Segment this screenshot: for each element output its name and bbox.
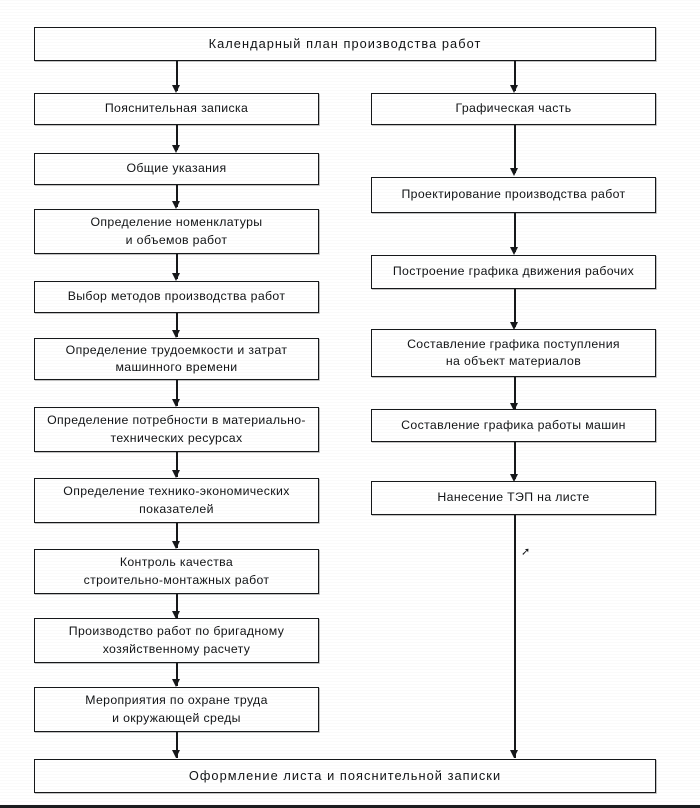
arrowhead-left-5-6: [172, 399, 181, 407]
connector-right-4-5: [514, 377, 516, 409]
node-left-7[interactable]: Определение технико-экономических показа…: [34, 478, 319, 523]
node-left-9-label: Производство работ по бригадному хозяйст…: [68, 624, 285, 656]
arrowhead-right-3-4: [510, 322, 519, 330]
node-left-1-label: Пояснительная записка: [104, 101, 249, 116]
connector-left-5-6: [176, 380, 178, 406]
arrowhead-left-3-4: [172, 273, 181, 281]
connector-root-to-left: [176, 61, 178, 91]
arrowhead-root-to-left: [172, 85, 181, 93]
node-left-4[interactable]: Выбор методов производства работ: [34, 281, 319, 313]
connector-left-1-2: [176, 125, 178, 150]
connector-root-to-right: [514, 61, 516, 91]
node-left-2[interactable]: Общие указания: [34, 153, 319, 185]
node-left-5-label: Определение трудоемкости и затрат машинн…: [65, 342, 288, 374]
arrowhead-right-1-2: [510, 168, 519, 176]
node-right-2-label: Проектирование производства работ: [401, 187, 626, 202]
node-footer[interactable]: Оформление листа и пояснительной записки: [34, 759, 656, 793]
arrowhead-left-8-9: [172, 611, 181, 619]
connector-left-3-4: [176, 254, 178, 279]
node-root[interactable]: Календарный план производства работ: [34, 27, 656, 61]
node-right-5-label: Составление графика работы машин: [401, 417, 626, 432]
node-root-label: Календарный план производства работ: [208, 35, 482, 51]
arrowhead-left-10-footer: [172, 750, 181, 758]
node-right-4-label: Составление графика поступления на объек…: [407, 336, 620, 368]
node-left-3-label: Определение номенклатуры и объемов работ: [90, 215, 263, 247]
node-right-3-label: Построение графика движения рабочих: [392, 264, 635, 279]
node-left-3[interactable]: Определение номенклатуры и объемов работ: [34, 209, 319, 254]
connector-right-6-footer: [514, 515, 516, 758]
connector-left-8-9: [176, 594, 178, 618]
node-right-3[interactable]: Построение графика движения рабочих: [371, 255, 656, 289]
node-left-10[interactable]: Мероприятия по охране труда и окружающей…: [34, 687, 319, 732]
node-left-1[interactable]: Пояснительная записка: [34, 93, 319, 125]
arrowhead-left-1-2: [172, 145, 181, 153]
node-left-6-label: Определение потребности в материально- т…: [47, 413, 306, 445]
connector-left-6-7: [176, 452, 178, 477]
arrowhead-root-to-right: [510, 85, 519, 93]
node-left-9[interactable]: Производство работ по бригадному хозяйст…: [34, 618, 319, 663]
arrowhead-left-9-10: [172, 679, 181, 687]
arrowhead-left-2-3: [172, 201, 181, 209]
connector-left-10-footer: [176, 732, 178, 758]
scan-artifact-mark: ➚: [521, 546, 531, 558]
node-footer-label: Оформление листа и пояснительной записки: [188, 767, 502, 783]
node-left-7-label: Определение технико-экономических показа…: [63, 484, 290, 516]
arrowhead-left-4-5: [172, 330, 181, 338]
connector-left-2-3: [176, 185, 178, 207]
node-right-1-label: Графическая часть: [455, 101, 572, 116]
node-right-1[interactable]: Графическая часть: [371, 93, 656, 125]
node-right-6[interactable]: Нанесение ТЭП на листе: [371, 481, 656, 515]
node-right-4[interactable]: Составление графика поступления на объек…: [371, 329, 656, 377]
page-edge-bottom: [0, 805, 700, 808]
connector-left-7-8: [176, 523, 178, 548]
arrowhead-left-6-7: [172, 470, 181, 478]
connector-right-2-3: [514, 213, 516, 252]
arrowhead-left-7-8: [172, 541, 181, 549]
arrowhead-right-5-6: [510, 474, 519, 482]
node-left-2-label: Общие указания: [126, 161, 227, 176]
node-left-8-label: Контроль качества строительно-монтажных …: [83, 555, 270, 587]
connector-left-4-5: [176, 313, 178, 337]
node-left-4-label: Выбор методов производства работ: [67, 289, 286, 304]
connector-right-3-4: [514, 289, 516, 327]
node-left-8[interactable]: Контроль качества строительно-монтажных …: [34, 549, 319, 594]
node-left-6[interactable]: Определение потребности в материально- т…: [34, 407, 319, 452]
node-right-2[interactable]: Проектирование производства работ: [371, 177, 656, 213]
arrowhead-right-6-footer: [510, 750, 519, 758]
connector-left-9-10: [176, 663, 178, 686]
node-right-6-label: Нанесение ТЭП на листе: [437, 490, 590, 505]
node-left-5[interactable]: Определение трудоемкости и затрат машинн…: [34, 338, 319, 380]
connector-right-5-6: [514, 442, 516, 479]
node-left-10-label: Мероприятия по охране труда и окружающей…: [85, 693, 268, 725]
arrowhead-right-2-3: [510, 247, 519, 255]
arrowhead-right-4-5: [510, 403, 519, 411]
node-right-5[interactable]: Составление графика работы машин: [371, 409, 656, 442]
connector-right-1-2: [514, 125, 516, 173]
